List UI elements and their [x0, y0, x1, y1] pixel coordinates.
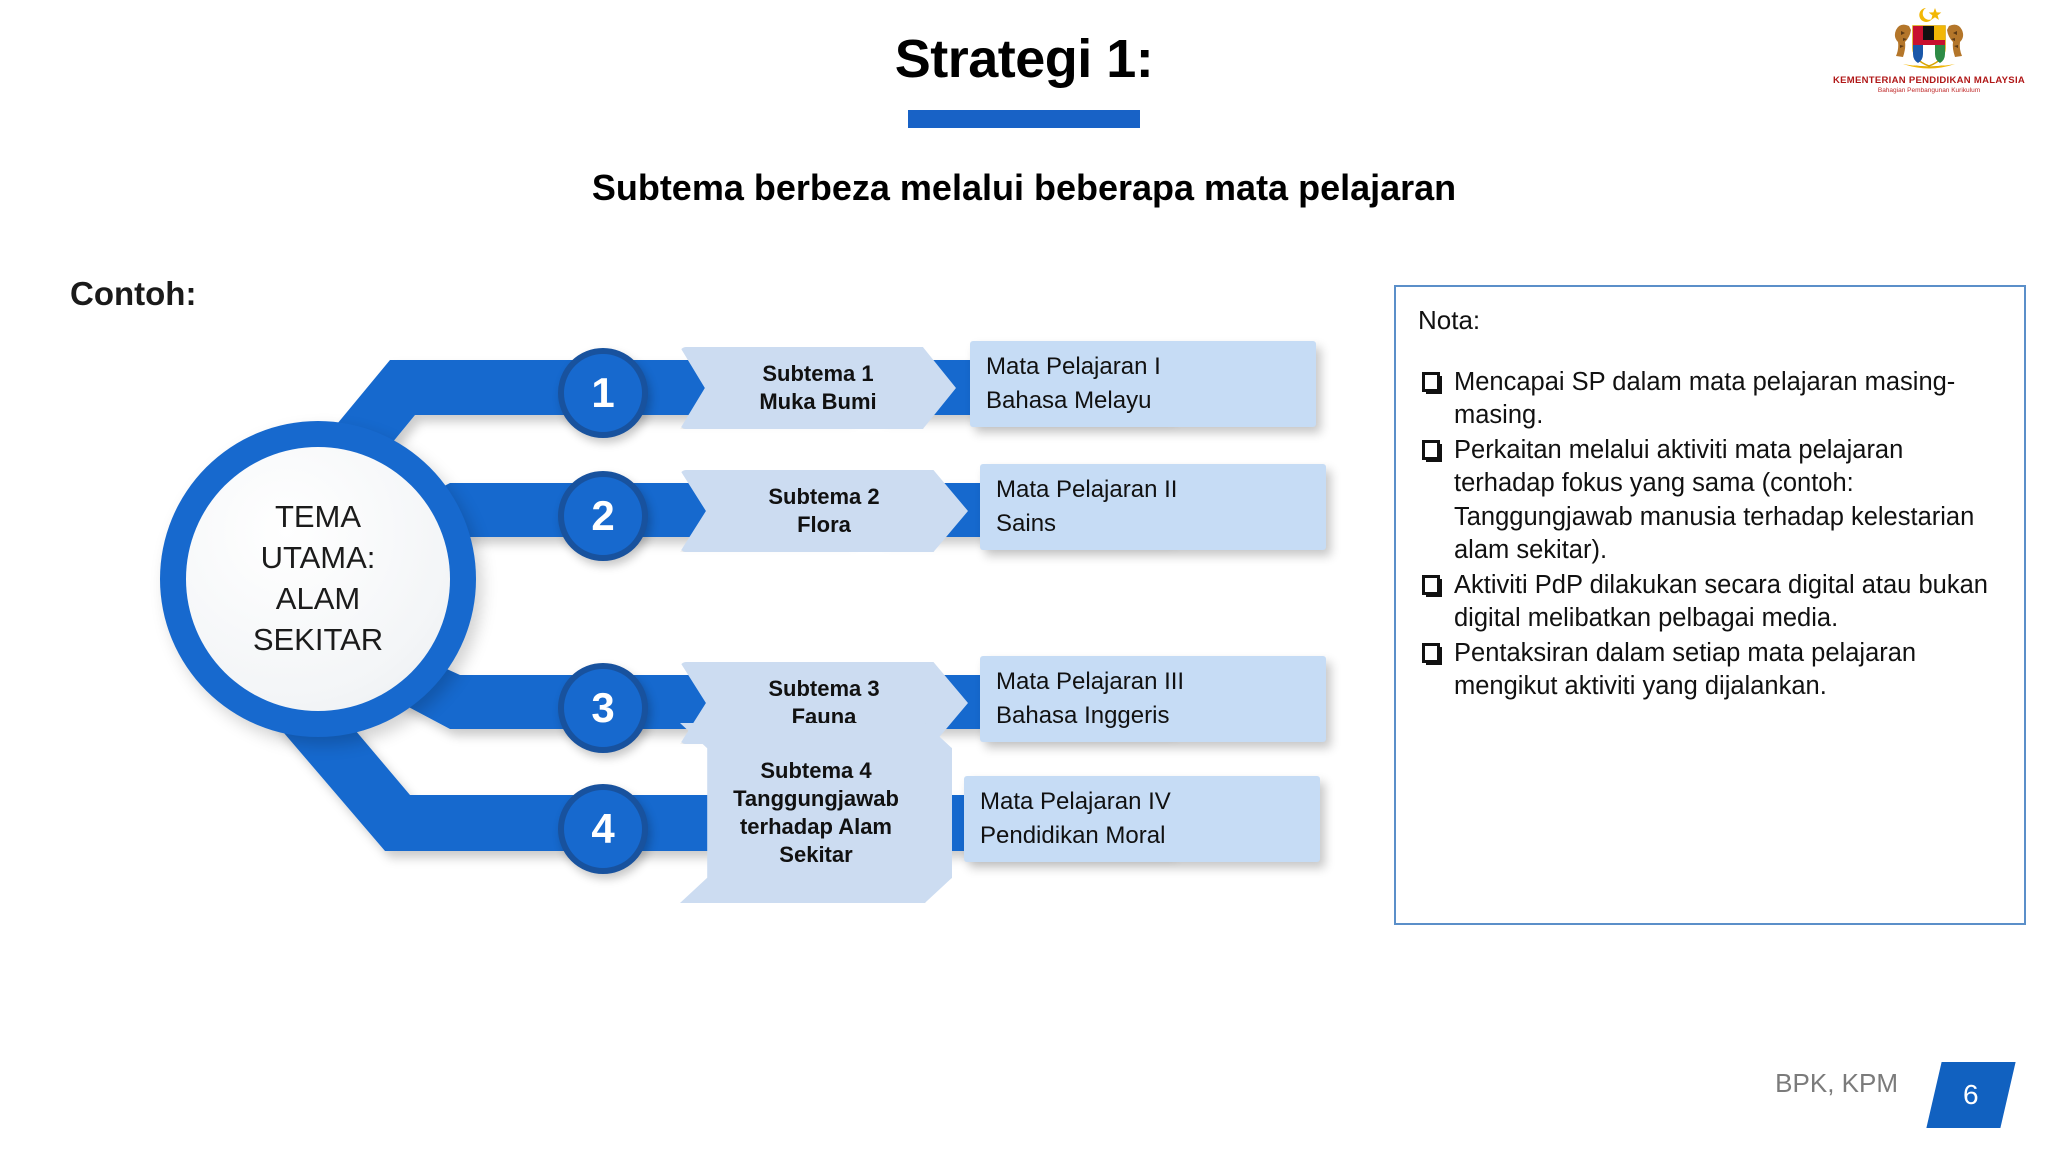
page-number: 6: [1963, 1079, 1979, 1110]
branch-number-3: 3: [558, 663, 648, 753]
nota-title: Nota:: [1418, 305, 1481, 335]
branch-number-2: 2: [558, 471, 648, 561]
subject-1-line-1: Mata Pelajaran I: [986, 352, 1161, 380]
subtema-1-line-2: Muka Bumi: [759, 389, 877, 414]
hub-line-2: UTAMA:: [260, 540, 376, 576]
subject-4-line-2: Pendidikan Moral: [980, 822, 1166, 849]
subject-2-line-1: Mata Pelajaran II: [996, 475, 1178, 503]
subtema-box-4: Subtema 4 Tanggungjawab terhadap Alam Se…: [680, 723, 952, 903]
logo-division-name: Bahagian Pembangunan Kurikulum: [1877, 87, 1981, 94]
subject-3-line-2: Bahasa Inggeris: [996, 702, 1170, 729]
checkbox-icon: [1422, 643, 1440, 664]
subject-box-1: Mata Pelajaran I Bahasa Melayu: [970, 341, 1316, 427]
branch-number-4: 4: [558, 784, 648, 874]
hub-line-4: SEKITAR: [252, 621, 384, 657]
title-underline-bar: [908, 110, 1140, 128]
page-title: Strategi 1:: [894, 29, 1154, 89]
nota-item: Mencapai SP dalam mata pelajaran masing-…: [1418, 366, 2002, 432]
subtema-3-line-1: Subtema 3: [768, 675, 880, 701]
logo-ministry-name: KEMENTERIAN PENDIDIKAN MALAYSIA: [1832, 75, 2026, 86]
subject-box-3: Mata Pelajaran III Bahasa Inggeris: [980, 656, 1326, 742]
subtema-2-line-2: Flora: [797, 512, 851, 537]
subtema-box-2: Subtema 2 Flora: [680, 470, 968, 552]
nota-item-text: Perkaitan melalui aktiviti mata pelajara…: [1454, 436, 1975, 564]
nota-item-text: Mencapai SP dalam mata pelajaran masing-…: [1454, 368, 1956, 430]
subject-2-line-2: Sains: [996, 510, 1057, 537]
subtema-4-line-1: Subtema 4: [760, 757, 872, 783]
checkbox-icon: [1422, 372, 1440, 392]
page-subtitle: Subtema berbeza melalui beberapa mata pe…: [591, 167, 1457, 208]
ministry-logo: KEMENTERIAN PENDIDIKAN MALAYSIA Bahagian…: [1824, 4, 2034, 108]
nota-item-text: Aktiviti PdP dilakukan secara digital at…: [1454, 570, 1988, 632]
subtema-4-line-4: Sekitar: [779, 842, 853, 868]
checkbox-icon: [1422, 440, 1440, 461]
subject-4-line-1: Mata Pelajaran IV: [980, 787, 1171, 815]
checkbox-icon: [1422, 574, 1440, 595]
subject-3-line-1: Mata Pelajaran III: [996, 667, 1185, 695]
nota-item-text: Pentaksiran dalam setiap mata pelajaran …: [1454, 639, 1917, 701]
subtema-4-line-3: terhadap Alam: [739, 814, 892, 839]
nota-item: Pentaksiran dalam setiap mata pelajaran …: [1418, 637, 2002, 703]
subtema-1-line-1: Subtema 1: [762, 360, 874, 386]
example-label: Contoh:: [70, 275, 197, 312]
nota-item: Aktiviti PdP dilakukan secara digital at…: [1418, 569, 2002, 635]
subtema-2-line-1: Subtema 2: [768, 483, 880, 509]
subtema-4-line-2: Tanggungjawab: [733, 785, 899, 811]
subject-1-line-2: Bahasa Melayu: [986, 387, 1152, 414]
central-theme-circle: TEMA UTAMA: ALAM SEKITAR: [160, 421, 476, 737]
nota-panel: Nota: Mencapai SP dalam mata pelajaran m…: [1394, 285, 2026, 925]
page-number-tab: 6: [1926, 1062, 2016, 1128]
central-theme-inner: TEMA UTAMA: ALAM SEKITAR: [186, 447, 450, 711]
branch-number-1: 1: [558, 348, 648, 438]
nota-item: Perkaitan melalui aktiviti mata pelajara…: [1418, 434, 2002, 567]
hub-line-1: TEMA: [274, 499, 362, 535]
nota-list: Mencapai SP dalam mata pelajaran masing-…: [1418, 366, 2002, 703]
subject-box-4: Mata Pelajaran IV Pendidikan Moral: [964, 776, 1320, 862]
malaysia-coat-of-arms-icon: [1879, 4, 1979, 74]
hub-line-3: ALAM: [275, 581, 361, 616]
subject-box-2: Mata Pelajaran II Sains: [980, 464, 1326, 550]
footer-organisation: BPK, KPM: [1775, 1068, 1898, 1098]
subtema-box-1: Subtema 1 Muka Bumi: [680, 347, 956, 429]
strategy-diagram: TEMA UTAMA: ALAM SEKITAR 1 Subtema 1 Muk…: [60, 255, 1380, 935]
